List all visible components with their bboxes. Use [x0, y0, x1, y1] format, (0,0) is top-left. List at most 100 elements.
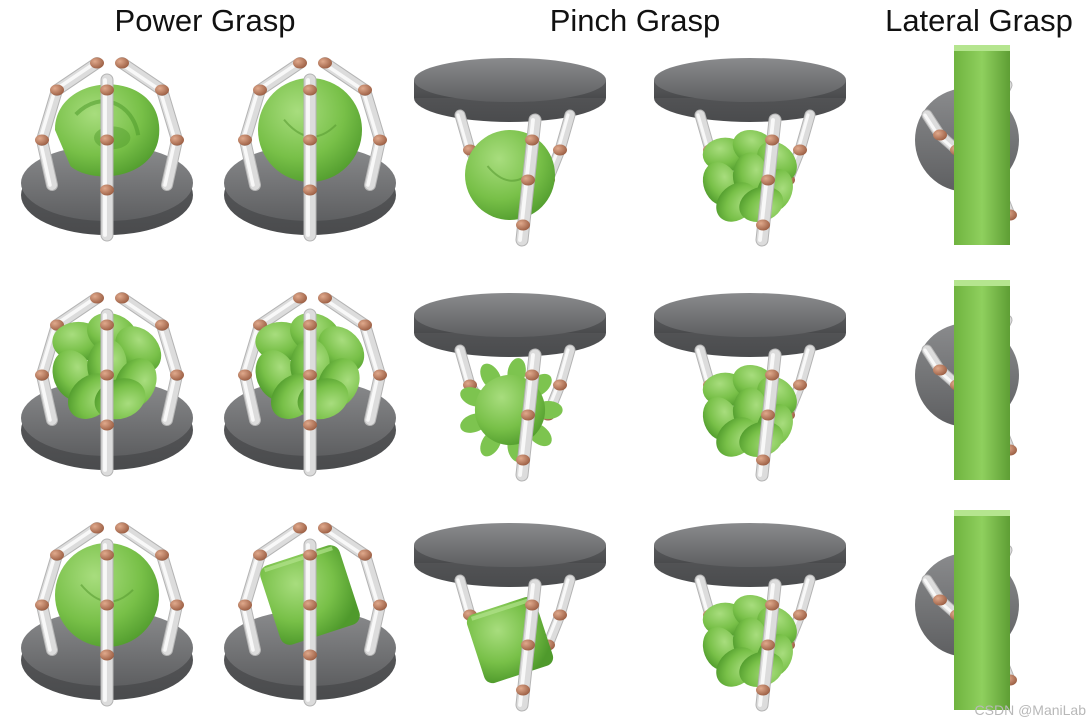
finger-joint [933, 129, 947, 141]
lateral-grasp-r2-svg [915, 280, 1019, 480]
finger-joint [293, 292, 307, 304]
finger-joint [303, 419, 317, 431]
pinch-grasp-r2-c1 [410, 293, 610, 485]
finger-joint [525, 369, 539, 381]
finger-joint [303, 319, 317, 331]
lateral-grasp-r1 [912, 45, 1032, 245]
finger-joint [155, 84, 169, 96]
pinch-grasp-r2-c2 [650, 293, 850, 485]
finger-joint [253, 549, 267, 561]
power-grasp-r2-c1 [12, 280, 202, 480]
finger-joint [553, 144, 567, 156]
finger-joint [358, 84, 372, 96]
power-grasp-r2-c2 [215, 280, 405, 480]
power-grasp-r1-c2-svg [224, 57, 396, 242]
finger-joint [318, 522, 332, 534]
finger-joint [115, 292, 129, 304]
finger-joint [50, 84, 64, 96]
finger-joint [761, 409, 775, 421]
object-cluster [702, 129, 797, 223]
finger-joint [765, 599, 779, 611]
finger-joint [793, 144, 807, 156]
object-plate [954, 280, 1010, 480]
finger-joint [100, 134, 114, 146]
object-sphere [465, 130, 555, 220]
palm-disk [654, 58, 846, 102]
finger-joint [521, 174, 535, 186]
palm-disk [414, 58, 606, 102]
finger-joint [765, 369, 779, 381]
palm-disk [414, 523, 606, 567]
finger-joint [90, 57, 104, 69]
power-grasp-r3-c2 [215, 510, 405, 710]
pinch-grasp-r1-c1 [410, 58, 610, 250]
finger-joint [516, 454, 530, 466]
pinch-grasp-r1-c2-svg [654, 58, 846, 247]
pinch-grasp-r2-c1-svg [414, 293, 606, 482]
finger-joint [318, 57, 332, 69]
finger-joint [238, 134, 252, 146]
finger-joint [525, 134, 539, 146]
pinch-grasp-r3-c1-svg [414, 523, 606, 712]
object-cluster [702, 364, 797, 458]
pinch-grasp-r3-c2-svg [654, 523, 846, 712]
pinch-grasp-r3-c1 [410, 523, 610, 715]
power-grasp-r1-c1-svg [21, 57, 193, 242]
finger-joint [303, 84, 317, 96]
finger-joint [90, 292, 104, 304]
lateral-grasp-r2 [912, 280, 1032, 480]
finger-joint [793, 379, 807, 391]
pinch-grasp-r1-c2 [650, 58, 850, 250]
title-lateral-grasp: Lateral Grasp [885, 3, 1073, 38]
pinch-grasp-r2-c2-svg [654, 293, 846, 482]
object-plate [954, 510, 1010, 710]
title-pinch-grasp: Pinch Grasp [549, 3, 721, 38]
power-grasp-r3-c1-svg [21, 522, 193, 707]
finger-joint [373, 134, 387, 146]
finger-joint [516, 219, 530, 231]
watermark: CSDN @ManiLab [974, 702, 1086, 718]
finger-joint [50, 549, 64, 561]
finger-joint [35, 134, 49, 146]
finger-joint [100, 369, 114, 381]
pinch-grasp-r3-c2 [650, 523, 850, 715]
finger-joint [933, 594, 947, 606]
finger-joint [373, 599, 387, 611]
power-grasp-r1-c1 [12, 45, 202, 245]
finger-joint [253, 84, 267, 96]
finger-joint [303, 134, 317, 146]
finger-joint [100, 549, 114, 561]
finger-joint [293, 57, 307, 69]
lateral-grasp-r3 [912, 510, 1032, 710]
finger-joint [238, 599, 252, 611]
finger-joint [100, 599, 114, 611]
finger-joint [521, 409, 535, 421]
finger-joint [933, 364, 947, 376]
power-grasp-r3-c2-svg [224, 522, 396, 707]
finger-joint [765, 134, 779, 146]
finger-joint [358, 319, 372, 331]
object-plate [954, 45, 1010, 245]
finger-joint [756, 684, 770, 696]
finger-joint [293, 522, 307, 534]
finger-joint [756, 454, 770, 466]
lateral-grasp-r1-svg [915, 45, 1019, 245]
title-power-grasp: Power Grasp [114, 3, 296, 38]
finger-joint [170, 369, 184, 381]
finger-joint [303, 184, 317, 196]
finger-joint [553, 379, 567, 391]
object-spiky [460, 358, 563, 462]
finger-joint [303, 549, 317, 561]
palm-disk [654, 293, 846, 337]
finger-joint [115, 522, 129, 534]
finger-joint [303, 649, 317, 661]
finger-joint [358, 549, 372, 561]
finger-joint [238, 369, 252, 381]
lateral-grasp-r3-svg [915, 510, 1019, 710]
power-grasp-r3-c1 [12, 510, 202, 710]
power-grasp-r2-c1-svg [21, 292, 193, 477]
finger-joint [318, 292, 332, 304]
finger-joint [35, 599, 49, 611]
finger-joint [761, 639, 775, 651]
finger-joint [100, 184, 114, 196]
